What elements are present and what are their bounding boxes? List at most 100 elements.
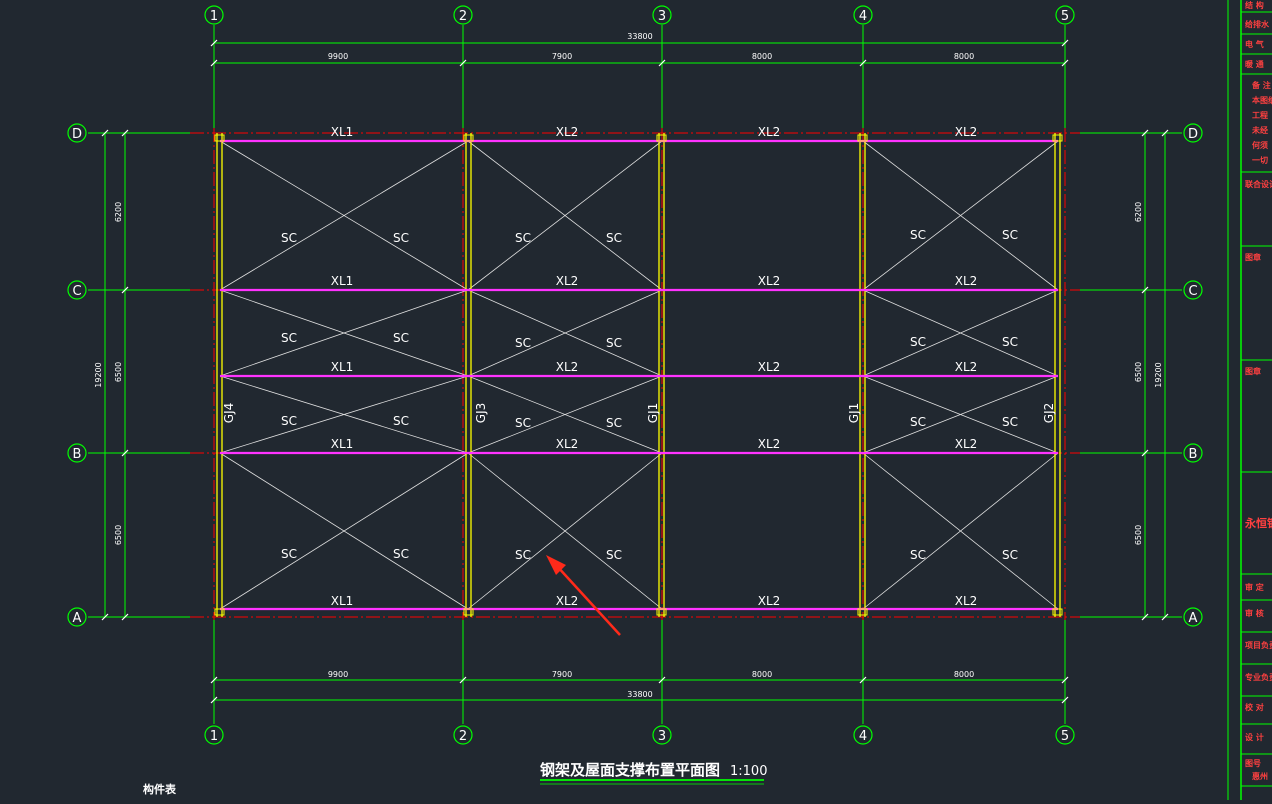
dim-bay-dc-right: 6200 (1134, 202, 1143, 222)
frame-label: GJ1 (646, 403, 660, 423)
tb-row: 联合设计 (1245, 179, 1272, 189)
brace-label: SC (515, 336, 531, 350)
dim-bay-2-top: 7900 (552, 52, 572, 61)
dim-bay-cb-left: 6500 (114, 362, 123, 382)
brace-label: SC (281, 231, 297, 245)
dim-total-right: 19200 (1154, 362, 1163, 387)
drawing-title: 钢架及屋面支撑布置平面图 (540, 761, 720, 779)
brace-label: SC (1002, 415, 1018, 429)
brace-label: SC (606, 336, 622, 350)
tb-row: 本图纸 (1251, 95, 1272, 105)
dim-bay-2-bottom: 7900 (552, 670, 572, 679)
axis-label-right: C (1188, 284, 1197, 299)
brace-label: SC (393, 547, 409, 561)
tb-row: 图章 (1245, 366, 1261, 376)
dim-bay-dc-left: 6200 (114, 202, 123, 222)
dim-bay-4-top: 8000 (954, 52, 974, 61)
tb-row: 未经 (1251, 125, 1268, 135)
beam-label: XL2 (955, 360, 978, 374)
axis-label-bottom: 2 (459, 729, 467, 744)
tb-row: 审 核 (1245, 608, 1264, 618)
dim-bay-3-top: 8000 (752, 52, 772, 61)
axis-label-bottom: 3 (658, 729, 666, 744)
axis-label-left: A (73, 611, 82, 626)
cross-bracing (219, 140, 1059, 610)
tb-row: 一切 (1252, 155, 1268, 165)
beam-label: XL2 (955, 437, 978, 451)
drawing-scale: 1:100 (730, 764, 767, 779)
tb-row: 图章 (1245, 252, 1261, 262)
tb-row: 电 气 (1245, 39, 1264, 49)
dimension-lines (104, 42, 1166, 701)
beam-label: XL2 (758, 125, 781, 139)
axis-label-top: 2 (459, 9, 467, 24)
beam-label: XL2 (758, 274, 781, 288)
beam-label: XL2 (955, 594, 978, 608)
dim-bay-4-bottom: 8000 (954, 670, 974, 679)
brace-label: SC (393, 231, 409, 245)
beam-label: XL2 (758, 437, 781, 451)
tb-row: 结 构 (1245, 0, 1264, 10)
brace-label: SC (515, 416, 531, 430)
dim-bay-3-bottom: 8000 (752, 670, 772, 679)
red-axis-lines (190, 128, 1080, 620)
brace-labels: SC SC SC SC SC SC SC SC SC SC SC SC SC S… (281, 228, 1018, 562)
beam-label: XL2 (556, 594, 579, 608)
beam-label: XL2 (758, 594, 781, 608)
beam-label: XL2 (556, 125, 579, 139)
beam-label: XL2 (758, 360, 781, 374)
frame-label: GJ1 (847, 403, 861, 423)
axis-bubbles (67, 5, 1203, 745)
tb-company: 永恒钢 (1244, 516, 1272, 530)
brace-label: SC (910, 335, 926, 349)
brace-label: SC (281, 414, 297, 428)
annotation-arrow (546, 555, 621, 636)
brace-label: SC (1002, 335, 1018, 349)
brace-label: SC (393, 331, 409, 345)
dim-total-top: 33800 (627, 32, 652, 41)
title-block: 结 构 给排水 电 气 暖 通 备 注 本图纸 工程 未经 何须 一切 联合设计… (1227, 0, 1272, 800)
brace-label: SC (1002, 228, 1018, 242)
beam-label: XL1 (331, 274, 354, 288)
brace-label: SC (281, 547, 297, 561)
axis-label-top: 1 (210, 9, 218, 24)
tb-row: 工程 (1252, 110, 1268, 120)
tb-row: 审 定 (1245, 582, 1264, 592)
brace-label: SC (606, 231, 622, 245)
tb-row: 校 对 (1245, 702, 1264, 712)
axis-label-top: 4 (859, 9, 867, 24)
tb-row: 专业负责 (1245, 672, 1272, 682)
beam-label: XL2 (955, 125, 978, 139)
dim-total-bottom: 33800 (627, 690, 652, 699)
dimension-ticks (101, 39, 1169, 704)
brace-label: SC (910, 415, 926, 429)
dim-bay-1-bottom: 9900 (328, 670, 348, 679)
axis-label-bottom: 1 (210, 729, 218, 744)
axis-label-right: B (1189, 447, 1198, 462)
tb-row: 备 注 (1251, 80, 1271, 90)
dim-bay-ba-left: 6500 (114, 525, 123, 545)
axis-label-left: B (73, 447, 82, 462)
brace-label: SC (1002, 548, 1018, 562)
beam-label: XL2 (955, 274, 978, 288)
frame-label: GJ4 (222, 403, 236, 423)
frame-label: GJ3 (474, 403, 488, 423)
dim-total-left: 19200 (94, 362, 103, 387)
axis-label-right: D (1188, 127, 1198, 142)
beam-label: XL2 (556, 274, 579, 288)
beam-label: XL1 (331, 594, 354, 608)
component-table-label: 构件表 (143, 782, 177, 796)
vertical-grid-lines (213, 25, 1066, 724)
brace-label: SC (606, 416, 622, 430)
brace-label: SC (606, 548, 622, 562)
axis-label-bottom: 5 (1061, 729, 1069, 744)
axis-label-left: C (72, 284, 81, 299)
beam-label: XL1 (331, 360, 354, 374)
beam-label: XL2 (556, 360, 579, 374)
axis-label-top: 5 (1061, 9, 1069, 24)
axis-label-right: A (1189, 611, 1198, 626)
axis-label-left: D (72, 127, 82, 142)
dim-bay-cb-right: 6500 (1134, 362, 1143, 382)
tb-row: 设 计 (1245, 732, 1264, 742)
